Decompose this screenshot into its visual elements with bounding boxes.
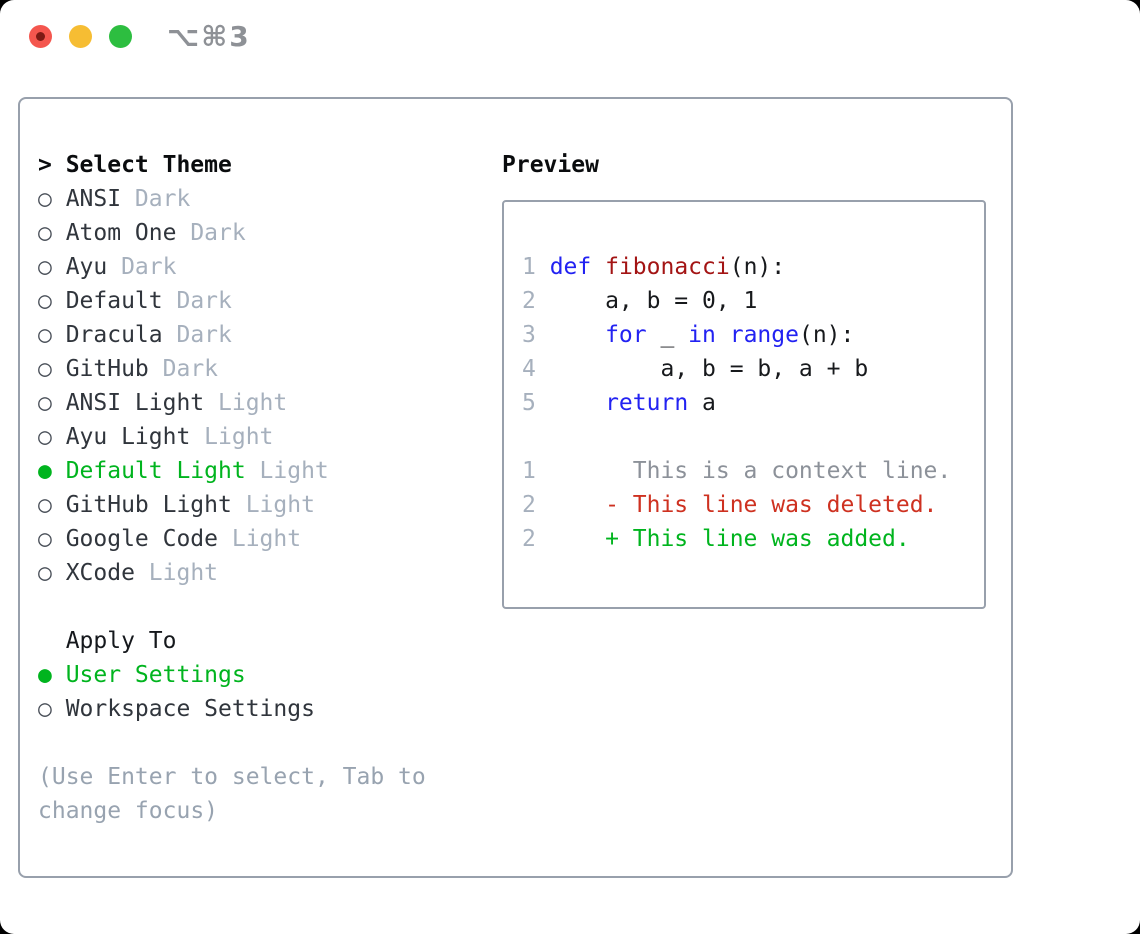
titlebar: ⌥⌘3 [0, 0, 1140, 75]
close-button-icon[interactable] [29, 25, 52, 48]
theme-variant: Dark [134, 186, 191, 212]
radio-icon: ○ [38, 492, 52, 518]
theme-variant: Dark [190, 220, 246, 246]
theme-option-google-code-light[interactable]: ○ Google Code Light [38, 522, 426, 556]
radio-icon: ○ [38, 186, 52, 212]
preview-heading: Preview [502, 152, 599, 178]
theme-option-ansi-dark[interactable]: ○ ANSI Dark [38, 182, 426, 216]
theme-name: GitHub [65, 356, 149, 382]
theme-name: Atom One [65, 220, 177, 246]
theme-variant: Dark [176, 322, 232, 348]
theme-variant: Light [148, 560, 219, 586]
keyboard-hint-line-2: change focus) [38, 798, 219, 824]
theme-option-ayu-dark[interactable]: ○ Ayu Dark [38, 250, 426, 284]
line-number: 1 [522, 458, 536, 484]
minimize-button-icon[interactable] [69, 25, 92, 48]
theme-option-github-dark[interactable]: ○ GitHub Dark [38, 352, 426, 386]
theme-name: ANSI [65, 186, 122, 212]
radio-icon: ○ [38, 560, 52, 586]
line-number: 3 [522, 322, 536, 348]
theme-option-dracula-dark[interactable]: ○ Dracula Dark [38, 318, 426, 352]
diff-context-line: 1 This is a context line. [522, 454, 984, 488]
zoom-button-icon[interactable] [109, 25, 132, 48]
radio-icon: ○ [38, 356, 52, 382]
theme-variant: Light [231, 526, 302, 552]
code-line: 5 return a [522, 386, 984, 420]
theme-name: Google Code [65, 526, 219, 552]
theme-variant: Dark [162, 356, 219, 382]
theme-option-default-dark[interactable]: ○ Default Dark [38, 284, 426, 318]
apply-option-label: User Settings [65, 662, 246, 688]
select-theme-heading-label: Select Theme [65, 152, 232, 178]
theme-name: GitHub Light [65, 492, 232, 518]
theme-name: Ayu [65, 254, 108, 280]
theme-variant: Light [204, 424, 274, 450]
code-line: 3 for _ in range(n): [522, 318, 984, 352]
line-number: 2 [522, 526, 536, 552]
theme-option-ayu-light[interactable]: ○ Ayu Light Light [38, 420, 426, 454]
section-gap [38, 726, 426, 760]
line-number: 5 [522, 390, 536, 416]
line-number: 2 [522, 288, 536, 314]
theme-name: XCode [65, 560, 135, 586]
theme-option-ansi-light[interactable]: ○ ANSI Light Light [38, 386, 426, 420]
theme-variant: Light [259, 458, 329, 484]
radio-icon: ○ [38, 696, 52, 722]
apply-option-label: Workspace Settings [65, 696, 315, 722]
radio-icon: ○ [38, 424, 52, 450]
line-number: 1 [522, 254, 536, 280]
theme-variant: Light [245, 492, 315, 518]
apply-option-user-settings-selected[interactable]: ● User Settings [38, 658, 426, 692]
code-line: 2 a, b = 0, 1 [522, 284, 984, 318]
window-title-shortcut: ⌥⌘3 [167, 20, 251, 53]
keyboard-hint-line-1: (Use Enter to select, Tab to [38, 764, 426, 790]
theme-name: Ayu Light [65, 424, 191, 450]
radio-icon: ○ [38, 288, 52, 314]
theme-option-default-light-selected[interactable]: ● Default Light Light [38, 454, 426, 488]
theme-name: ANSI Light [65, 390, 205, 416]
theme-name: Default Light [65, 458, 246, 484]
theme-name: Default [65, 288, 163, 314]
apply-to-heading-label: Apply To [65, 628, 177, 654]
focus-caret-icon: > [38, 152, 52, 178]
radio-selected-icon: ● [38, 662, 52, 688]
theme-variant: Dark [176, 288, 232, 314]
radio-icon: ○ [38, 526, 52, 552]
code-line: 4 a, b = b, a + b [522, 352, 984, 386]
theme-option-github-light[interactable]: ○ GitHub Light Light [38, 488, 426, 522]
radio-icon: ○ [38, 390, 52, 416]
diff-added-line: 2 + This line was added. [522, 522, 984, 556]
section-gap [38, 590, 426, 624]
select-theme-heading: > Select Theme [38, 148, 426, 182]
apply-option-workspace-settings[interactable]: ○ Workspace Settings [38, 692, 426, 726]
radio-icon: ○ [38, 322, 52, 348]
theme-option-atom-one-dark[interactable]: ○ Atom One Dark [38, 216, 426, 250]
radio-selected-icon: ● [38, 458, 52, 484]
theme-option-xcode-light[interactable]: ○ XCode Light [38, 556, 426, 590]
apply-to-heading: Apply To [38, 624, 426, 658]
diff-deleted-line: 2 - This line was deleted. [522, 488, 984, 522]
radio-icon: ○ [38, 220, 52, 246]
theme-variant: Dark [121, 254, 177, 280]
theme-variant: Light [218, 390, 288, 416]
code-blank-line [522, 420, 984, 454]
theme-name: Dracula [65, 322, 163, 348]
line-number: 2 [522, 492, 536, 518]
radio-icon: ○ [38, 254, 52, 280]
line-number: 4 [522, 356, 536, 382]
